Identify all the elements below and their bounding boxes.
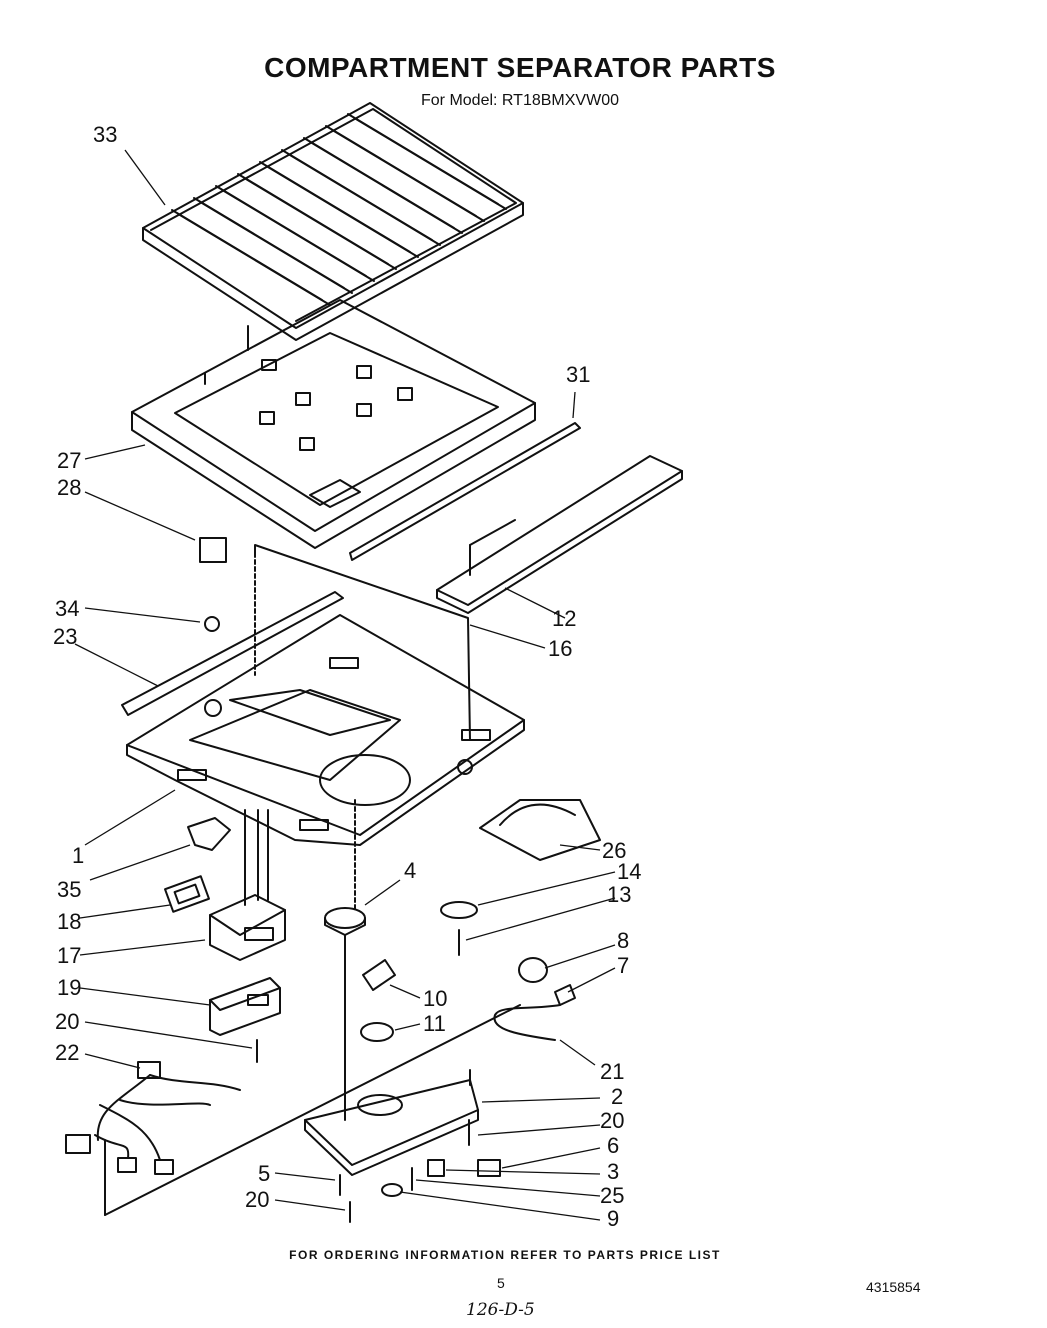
- callout-20c: 20: [245, 1187, 270, 1212]
- callout-9: 9: [607, 1206, 620, 1231]
- part-2-control-tray: [304, 1069, 479, 1176]
- callout-6: 6: [607, 1133, 620, 1158]
- part-27-separator-frame: [131, 299, 536, 549]
- callout-1: 1: [72, 843, 85, 868]
- callout-17: 17: [57, 943, 82, 968]
- callout-5: 5: [258, 1161, 271, 1186]
- part-31-strip: [349, 422, 581, 561]
- part-34-grommet: [204, 616, 220, 632]
- callout-8: 8: [617, 928, 630, 953]
- callout-31: 31: [566, 362, 591, 387]
- part-16-tube: [254, 544, 471, 741]
- part-23-trim: [121, 591, 344, 716]
- part-14-fitting: [440, 901, 478, 919]
- part-26-diffuser: [479, 799, 601, 861]
- part-9-plug: [381, 1183, 403, 1197]
- part-21-wire: [493, 1004, 561, 1041]
- part-19-bracket: [209, 977, 281, 1036]
- callout-2: 2: [611, 1084, 624, 1109]
- callout-7: 7: [617, 953, 630, 978]
- model-subtitle: For Model: RT18BMXVW00: [421, 92, 619, 109]
- callout-16: 16: [548, 636, 573, 661]
- part-7-socket: [554, 984, 576, 1006]
- part-22-wiring-harness: [65, 1004, 521, 1216]
- callout-20b: 20: [600, 1108, 625, 1133]
- callout-4: 4: [404, 858, 417, 883]
- diagram-title: COMPARTMENT SEPARATOR PARTS: [264, 52, 776, 83]
- callout-20a: 20: [55, 1009, 80, 1034]
- part-6-switch: [477, 1159, 501, 1177]
- handwritten-note: 126-D-5: [466, 1300, 535, 1320]
- callout-3: 3: [607, 1159, 620, 1184]
- ordering-info-footer: FOR ORDERING INFORMATION REFER TO PARTS …: [289, 1248, 721, 1262]
- callout-10: 10: [423, 986, 448, 1011]
- page-number: 5: [497, 1275, 505, 1291]
- callout-34: 34: [55, 596, 80, 621]
- part-1-separator-base: [126, 614, 525, 846]
- callout-11: 11: [423, 1011, 446, 1036]
- callout-23: 23: [53, 624, 78, 649]
- callout-19: 19: [57, 975, 82, 1000]
- document-number: 4315854: [866, 1279, 921, 1295]
- part-18-gasket: [164, 875, 210, 913]
- callout-27: 27: [57, 448, 82, 473]
- part-35-clip: [187, 817, 231, 851]
- part-12-channel: [436, 455, 683, 614]
- part-11-knob: [360, 1022, 394, 1042]
- callout-14: 14: [617, 859, 642, 884]
- callout-26: 26: [602, 838, 627, 863]
- part-3-switch: [427, 1159, 445, 1177]
- callout-33: 33: [93, 122, 118, 147]
- callout-22: 22: [55, 1040, 80, 1065]
- callout-21: 21: [600, 1059, 625, 1084]
- callout-28: 28: [57, 475, 82, 500]
- part-28-block: [199, 537, 227, 563]
- part-10-thermostat: [362, 959, 396, 991]
- callout-13: 13: [607, 882, 632, 907]
- callout-35: 35: [57, 877, 82, 902]
- callout-25: 25: [600, 1183, 625, 1208]
- callout-12: 12: [552, 606, 577, 631]
- part-8-bulb: [518, 957, 548, 983]
- part-33-shelf-cover: [142, 102, 524, 341]
- part-4-damper: [324, 799, 366, 1121]
- callout-18: 18: [57, 909, 82, 934]
- part-17-control-housing: [209, 809, 286, 961]
